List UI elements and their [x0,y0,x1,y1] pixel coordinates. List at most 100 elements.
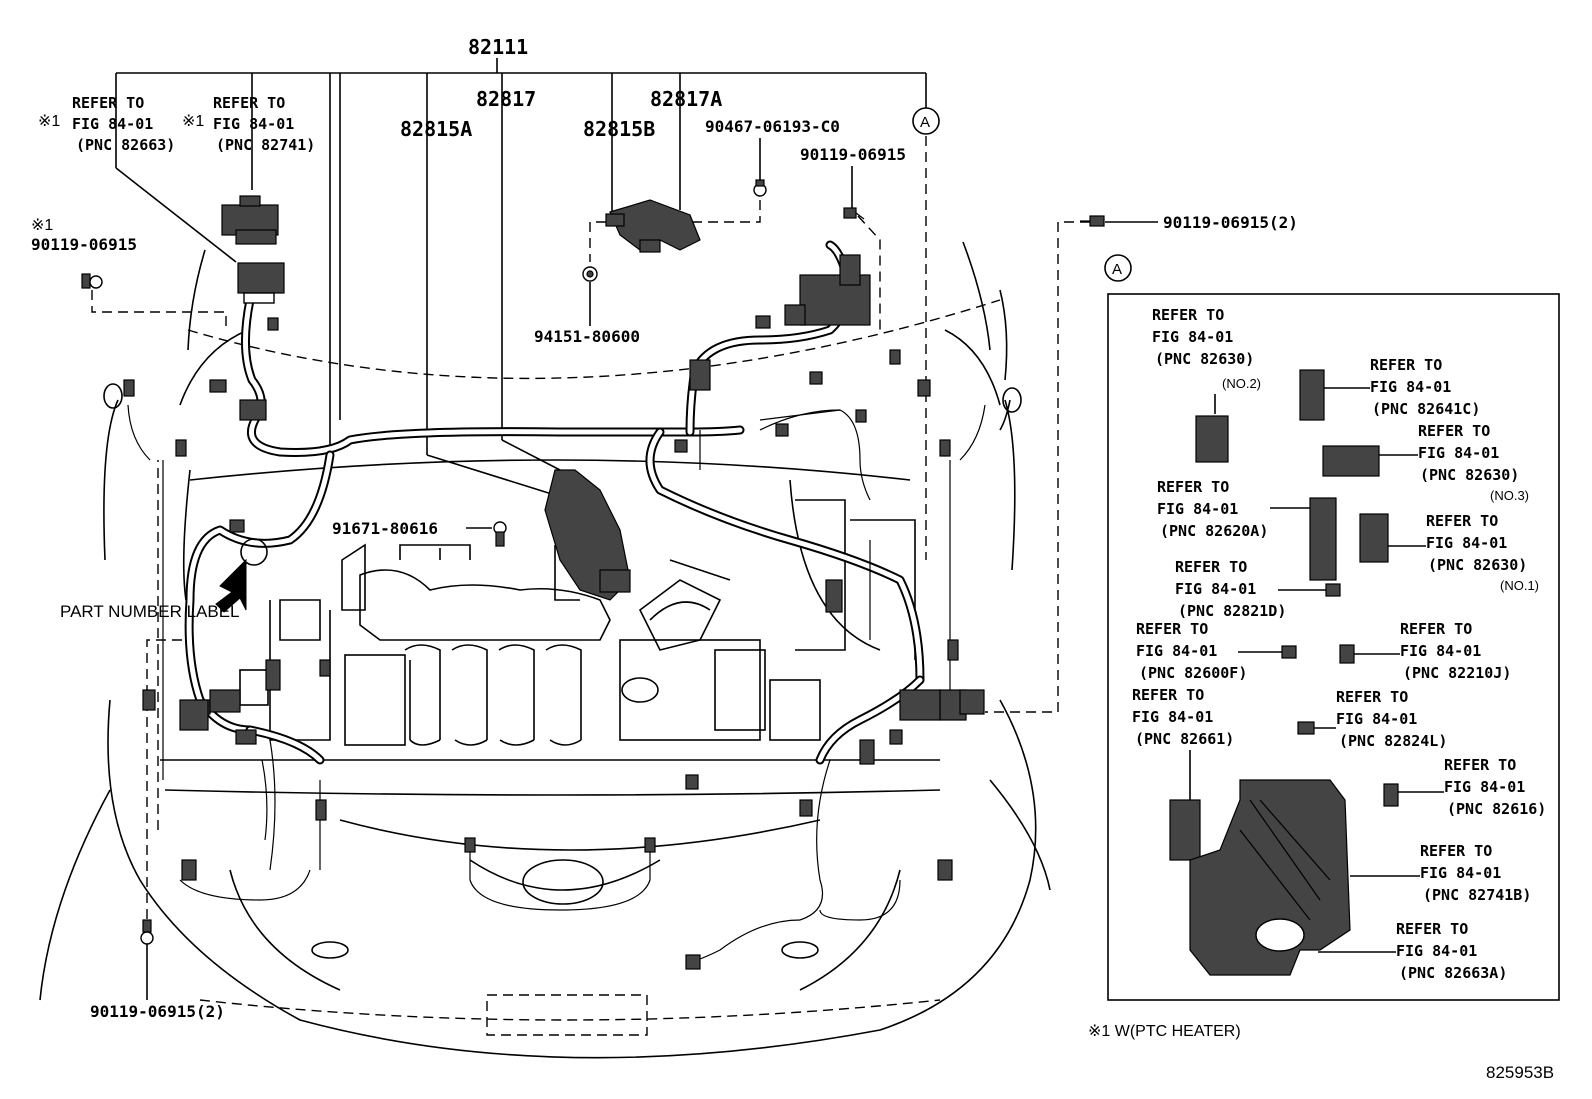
part-number-90119-06915-left[interactable]: 90119-06915 [31,235,137,254]
junction-block-icon[interactable] [1189,779,1351,976]
part-number-82817a[interactable]: 82817A [650,87,722,111]
connector-icon[interactable] [685,954,701,970]
bolt-icon[interactable] [753,179,767,197]
connector-icon[interactable] [181,859,197,881]
bolt-icon[interactable] [1080,215,1105,227]
connector-icon[interactable] [775,423,789,437]
box-ref-1-pnc[interactable]: (PNC 82630) [1155,350,1254,368]
connector-icon[interactable] [209,379,227,393]
connector-icon[interactable] [123,379,135,397]
bracket-82815a[interactable] [544,469,631,601]
part-number-90467-06193-c0[interactable]: 90467-06193-C0 [705,117,840,136]
relay-icon[interactable] [1299,369,1325,421]
connector-icon[interactable] [674,439,688,453]
box-ref-9-line1: REFER TO [1132,686,1204,704]
bolt-icon[interactable] [81,273,103,289]
connector-icon[interactable] [825,579,843,613]
relay-block-82741[interactable] [221,195,279,245]
circle-ref-a-top-label: A [920,114,930,131]
box-ref-4-pnc[interactable]: (PNC 82620A) [1160,522,1268,540]
box-ref-12-line1: REFER TO [1420,842,1492,860]
connector-cluster-left[interactable] [179,689,241,731]
connector-icon[interactable] [319,659,331,677]
box-ref-8-line2: FIG 84-01 [1400,642,1481,660]
circle-ref-a-box-label: A [1112,261,1122,278]
box-ref-5-pnc[interactable]: (PNC 82630) [1428,556,1527,574]
connector-icon[interactable] [175,439,187,457]
connector-icon[interactable] [685,774,699,790]
box-ref-9-pnc[interactable]: (PNC 82661) [1135,730,1234,748]
refer-to-82741-pnc[interactable]: (PNC 82741) [216,136,315,154]
part-number-91671-80616[interactable]: 91671-80616 [332,519,438,538]
connector-icon[interactable] [889,349,901,365]
refer-to-82741-line2: FIG 84-01 [213,115,294,133]
part-number-82111[interactable]: 82111 [468,35,528,59]
box-ref-2-pnc[interactable]: (PNC 82641C) [1372,400,1480,418]
connector-icon[interactable] [917,379,931,397]
connector-icon[interactable] [939,439,951,457]
connector-icon[interactable] [464,837,476,853]
connector-icon[interactable] [809,371,823,385]
connector-icon[interactable] [1281,645,1297,659]
bracket-82817a[interactable] [609,199,701,253]
grommet-icon[interactable] [239,399,267,421]
relay-block-icon[interactable] [1169,799,1201,861]
connector-icon[interactable] [1339,644,1355,664]
bracket-82815b[interactable] [605,213,625,227]
connector-icon[interactable] [315,799,327,821]
part-number-90119-06915-top[interactable]: 90119-06915 [800,145,906,164]
bolt-icon[interactable] [140,919,154,945]
box-ref-10-pnc[interactable]: (PNC 82824L) [1339,732,1447,750]
part-number-82815b[interactable]: 82815B [583,117,655,141]
connector-icon[interactable] [799,799,813,817]
part-number-90119-06915-2-bottom[interactable]: 90119-06915(2) [90,1002,225,1021]
connector-icon[interactable] [142,689,156,711]
connector-icon[interactable] [755,315,771,329]
box-ref-12-pnc[interactable]: (PNC 82741B) [1423,886,1531,904]
connector-icon[interactable] [644,837,656,853]
part-number-82817[interactable]: 82817 [476,87,536,111]
connector-icon[interactable] [947,639,959,661]
fuse-icon[interactable] [1322,445,1380,477]
box-ref-4-line2: FIG 84-01 [1157,500,1238,518]
box-ref-8-pnc[interactable]: (PNC 82210J) [1403,664,1511,682]
box-ref-6-pnc[interactable]: (PNC 82821D) [1178,602,1286,620]
clip-icon[interactable] [582,266,598,282]
box-ref-7-pnc[interactable]: (PNC 82600F) [1139,664,1247,682]
box-ref-11-pnc[interactable]: (PNC 82616) [1447,800,1546,818]
fuse-icon[interactable] [1195,415,1229,463]
fuse-cluster-top[interactable] [784,254,871,326]
connector-icon[interactable] [229,519,245,533]
connector-icon[interactable] [859,739,875,765]
box-ref-7-line2: FIG 84-01 [1136,642,1217,660]
connector-cluster-right[interactable] [899,689,985,721]
fusible-link-icon[interactable] [1309,497,1337,581]
circle-ref-a-top[interactable] [912,107,940,135]
refer-to-82663-pnc[interactable]: (PNC 82663) [76,136,175,154]
connector-icon[interactable] [889,729,903,745]
bolt-icon[interactable] [493,521,507,547]
connector-icon[interactable] [937,859,953,881]
vehicle-body-outline [39,241,1051,1059]
arrow-icon [215,558,247,613]
connector-icon[interactable] [1325,583,1341,597]
box-ref-8-line1: REFER TO [1400,620,1472,638]
part-number-90119-06915-2-right[interactable]: 90119-06915(2) [1163,213,1298,232]
grommet-icon[interactable] [689,359,711,391]
relay-block-82663[interactable] [237,262,285,304]
part-number-82815a[interactable]: 82815A [400,117,472,141]
connector-icon[interactable] [235,729,257,745]
circle-ref-a-box[interactable] [1104,254,1132,282]
connector-icon[interactable] [267,317,279,331]
part-number-94151-80600[interactable]: 94151-80600 [534,327,640,346]
connector-icon[interactable] [265,659,281,691]
part-number-label[interactable]: PART NUMBER LABEL [60,602,240,621]
box-ref-3-pnc[interactable]: (PNC 82630) [1420,466,1519,484]
connector-icon[interactable] [1297,721,1315,735]
bolt-icon[interactable] [843,207,865,220]
connector-icon[interactable] [1383,783,1399,807]
fuse-icon[interactable] [1359,513,1389,563]
box-ref-12-line2: FIG 84-01 [1420,864,1501,882]
connector-icon[interactable] [855,409,867,423]
box-ref-13-pnc[interactable]: (PNC 82663A) [1399,964,1507,982]
